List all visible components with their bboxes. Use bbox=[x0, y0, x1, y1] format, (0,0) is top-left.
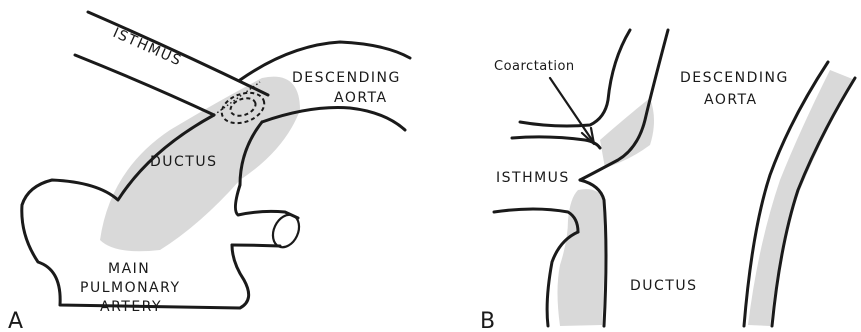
panel-b-proximal-wall-left bbox=[520, 30, 630, 126]
panel-a-label-main: MAIN bbox=[108, 261, 150, 277]
panel-a-label-pulmonary: PULMONARY bbox=[80, 280, 181, 296]
panel-a-isthmus-wall-bottom bbox=[75, 55, 214, 115]
panel-a-label-aorta: AORTA bbox=[334, 90, 388, 106]
panel-b-label-coarctation: Coarctation bbox=[494, 59, 575, 74]
panel-a-label-isthmus: ISTHMUS bbox=[110, 25, 184, 70]
panel-a-pa-branch-lower bbox=[232, 245, 280, 246]
panel-a-label-descending: DESCENDING bbox=[292, 70, 401, 86]
panel-b-coarctation-shading bbox=[600, 98, 654, 168]
panel-b-label-ductus: DUCTUS bbox=[630, 278, 698, 294]
panel-b-label-aorta: AORTA bbox=[704, 92, 758, 108]
panel-b-ductus-shading bbox=[558, 189, 605, 326]
panel-b: Coarctation DESCENDING AORTA ISTHMUS DUC… bbox=[480, 30, 855, 332]
panel-b-label-descending: DESCENDING bbox=[680, 70, 789, 86]
panel-b-label-isthmus: ISTHMUS bbox=[496, 170, 570, 186]
panel-a: ISTHMUS DESCENDING AORTA DUCTUS MAIN PUL… bbox=[8, 12, 410, 332]
panel-a-letter: A bbox=[8, 309, 23, 332]
panel-b-letter: B bbox=[480, 309, 495, 332]
panel-b-isthmus-wall-bottom bbox=[494, 209, 578, 232]
panel-b-proximal-wall-right bbox=[580, 30, 668, 180]
panel-a-label-artery: ARTERY bbox=[100, 299, 162, 315]
panel-a-label-ductus: DUCTUS bbox=[150, 154, 218, 170]
panel-b-coarctation-arrow-shaft bbox=[550, 78, 592, 140]
